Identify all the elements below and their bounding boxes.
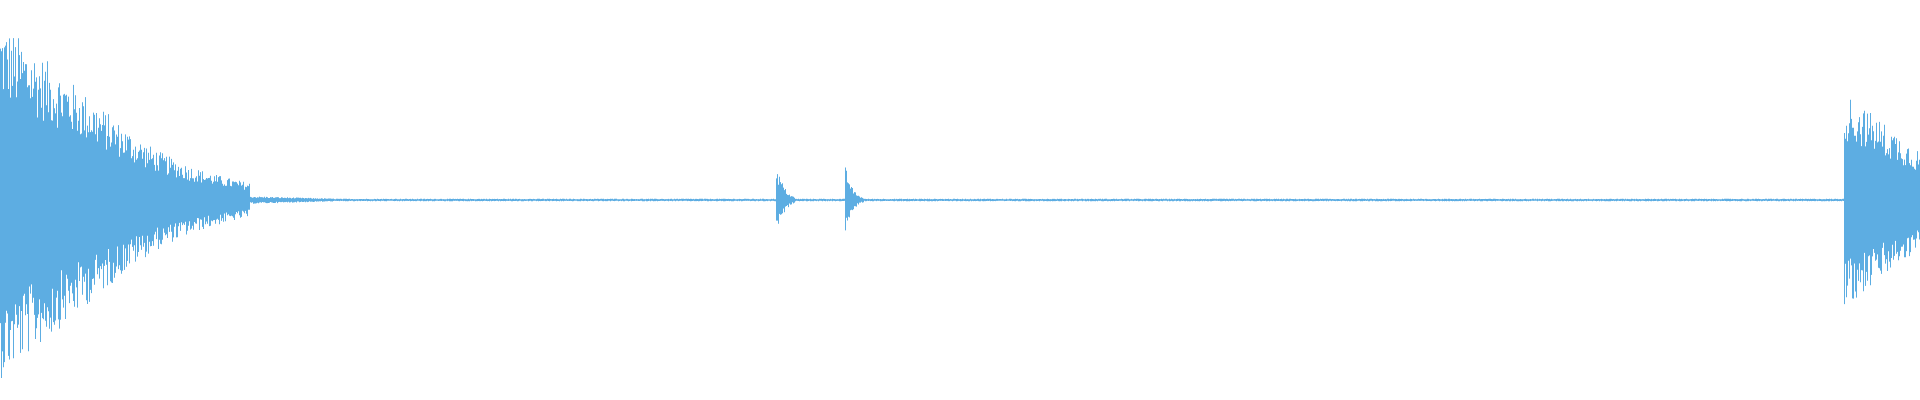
waveform-samples <box>0 38 1920 378</box>
waveform-path <box>0 38 1920 378</box>
